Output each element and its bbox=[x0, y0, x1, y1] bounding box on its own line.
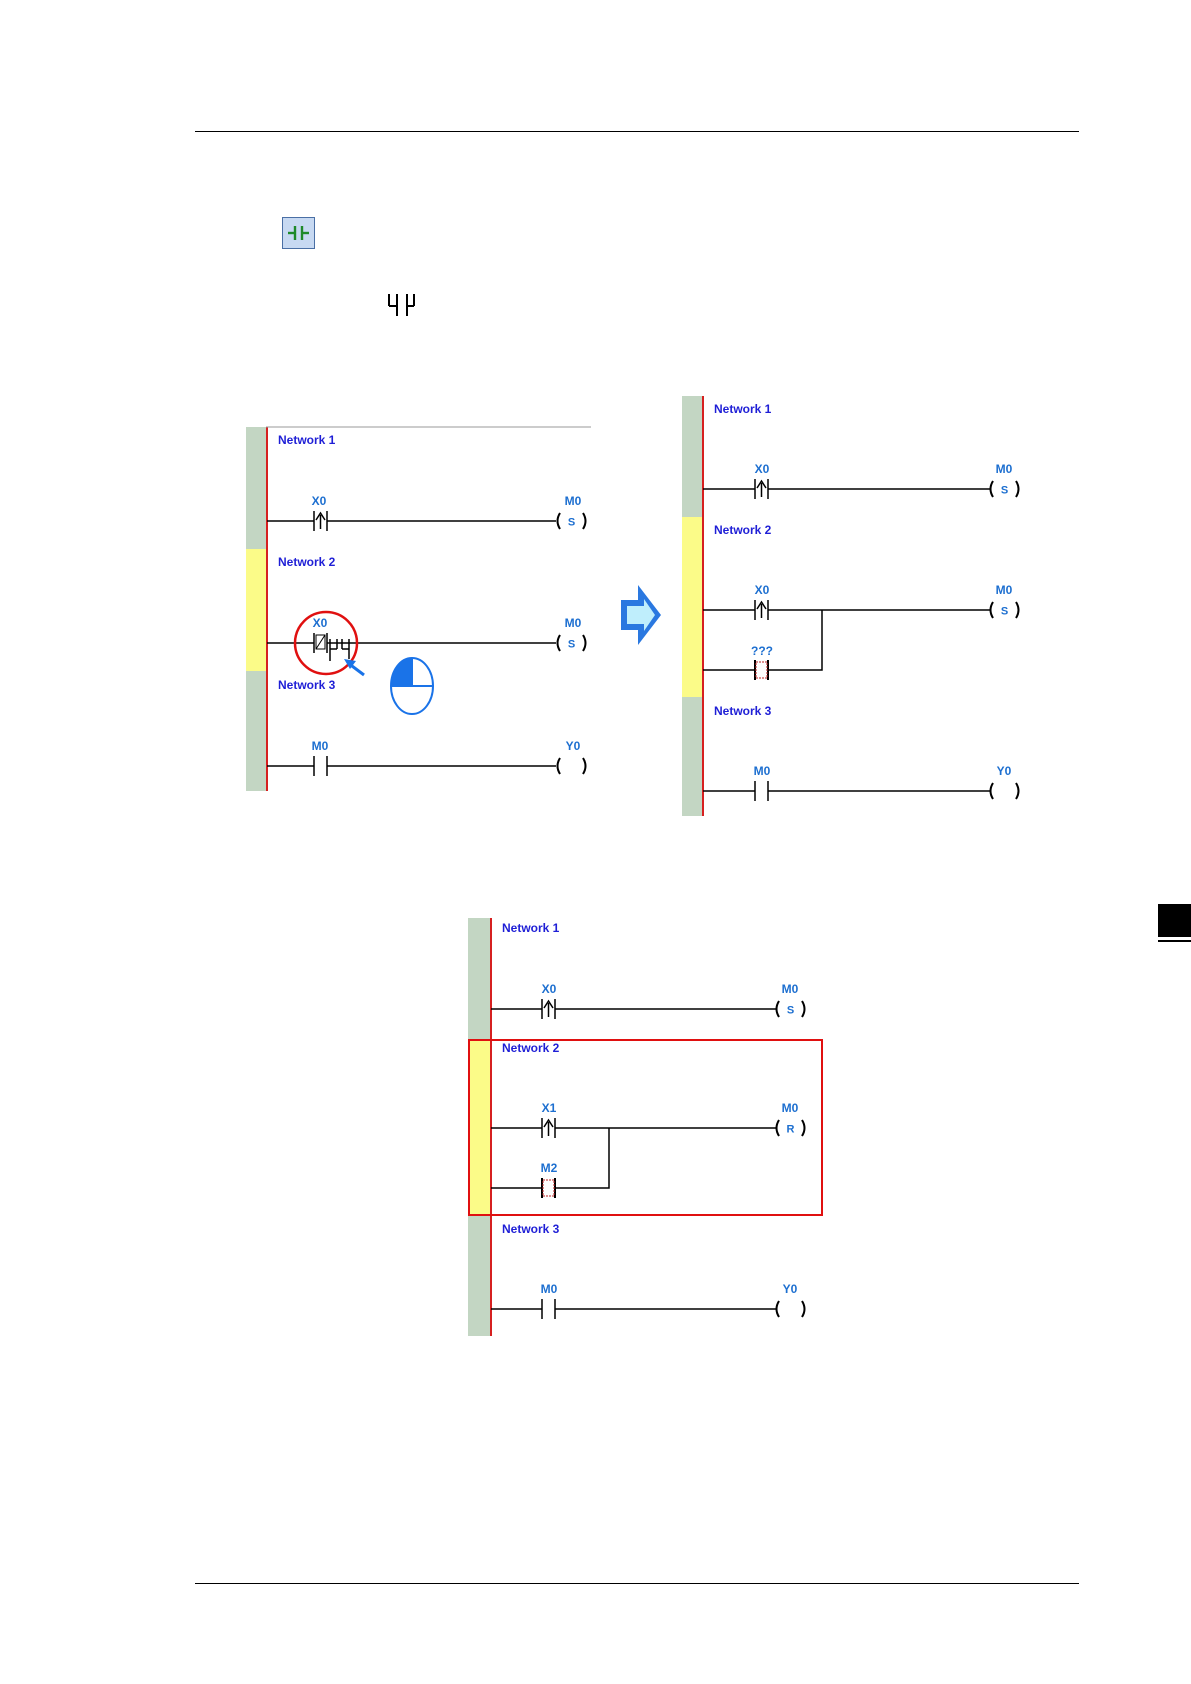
set-coil[interactable]: S bbox=[991, 481, 1019, 497]
parallel-contact-button[interactable] bbox=[282, 217, 315, 249]
contact-label: X0 bbox=[313, 616, 328, 630]
header-rule bbox=[195, 131, 1079, 132]
parallel-contact-symbol bbox=[386, 292, 416, 318]
output-coil[interactable] bbox=[558, 758, 586, 774]
coil-label: M0 bbox=[782, 982, 799, 996]
coil-label: Y0 bbox=[783, 1282, 798, 1296]
contact-label: X0 bbox=[542, 982, 557, 996]
coil-mark: S bbox=[568, 639, 575, 651]
rising-edge-contact[interactable] bbox=[267, 633, 556, 653]
rising-edge-contact[interactable] bbox=[703, 600, 990, 620]
coil-label: M0 bbox=[565, 616, 582, 630]
rising-edge-contact[interactable] bbox=[491, 1118, 776, 1138]
rising-edge-contact[interactable] bbox=[491, 999, 776, 1019]
set-coil[interactable]: S bbox=[558, 513, 586, 529]
ladder-diagram-after: Network 1 X0 M0 S Network 2 X0 ??? bbox=[682, 396, 1022, 816]
network-2-label: Network 2 bbox=[502, 1041, 560, 1055]
ladder-diagram-before: Network 1 X0 M0 S Network 2 X0 bbox=[246, 427, 591, 791]
reset-coil[interactable]: R bbox=[777, 1120, 805, 1136]
rising-edge-contact[interactable] bbox=[267, 511, 556, 531]
contact-label: M0 bbox=[312, 739, 329, 753]
coil-label: Y0 bbox=[997, 764, 1012, 778]
network-3-label: Network 3 bbox=[502, 1222, 560, 1236]
set-coil[interactable]: S bbox=[558, 635, 586, 651]
coil-mark: S bbox=[787, 1005, 794, 1017]
network-2-label: Network 2 bbox=[278, 555, 336, 569]
coil-label: M0 bbox=[565, 494, 582, 508]
coil-label: Y0 bbox=[566, 739, 581, 753]
footer-rule bbox=[195, 1583, 1079, 1584]
network-3-label: Network 3 bbox=[714, 704, 772, 718]
coil-mark: S bbox=[1001, 485, 1008, 497]
normally-open-contact[interactable] bbox=[267, 756, 556, 776]
contact-label: M0 bbox=[754, 764, 771, 778]
contact-label: X0 bbox=[312, 494, 327, 508]
network-1-label: Network 1 bbox=[502, 921, 560, 935]
coil-mark: R bbox=[787, 1124, 795, 1136]
coil-mark: S bbox=[1001, 606, 1008, 618]
chapter-tab-underline bbox=[1158, 940, 1191, 942]
right-arrow-icon bbox=[618, 582, 664, 648]
chapter-tab bbox=[1158, 904, 1191, 937]
parallel-contact-label: M2 bbox=[541, 1161, 558, 1175]
contact-label: X1 bbox=[542, 1101, 557, 1115]
contact-label: M0 bbox=[541, 1282, 558, 1296]
set-coil[interactable]: S bbox=[777, 1001, 805, 1017]
contact-label: X0 bbox=[755, 462, 770, 476]
coil-label: M0 bbox=[996, 583, 1013, 597]
contact-label: X0 bbox=[755, 583, 770, 597]
network-1-label: Network 1 bbox=[714, 402, 772, 416]
mouse-click-icon bbox=[344, 658, 433, 714]
output-coil[interactable] bbox=[777, 1301, 805, 1317]
rising-edge-contact[interactable] bbox=[703, 479, 990, 499]
coil-label: M0 bbox=[782, 1101, 799, 1115]
network-3-label: Network 3 bbox=[278, 678, 336, 692]
coil-label: M0 bbox=[996, 462, 1013, 476]
normally-open-contact[interactable] bbox=[491, 1299, 776, 1319]
ladder-diagram-final: Network 1 X0 M0 S Network 2 X1 M2 bbox=[468, 918, 828, 1336]
normally-open-contact[interactable] bbox=[703, 781, 990, 801]
network-2-label: Network 2 bbox=[714, 523, 772, 537]
set-coil[interactable]: S bbox=[991, 602, 1019, 618]
parallel-contact-label: ??? bbox=[751, 644, 773, 658]
output-coil[interactable] bbox=[991, 783, 1019, 799]
network-1-label: Network 1 bbox=[278, 433, 336, 447]
parallel-contact-icon bbox=[283, 218, 314, 248]
coil-mark: S bbox=[568, 517, 575, 529]
